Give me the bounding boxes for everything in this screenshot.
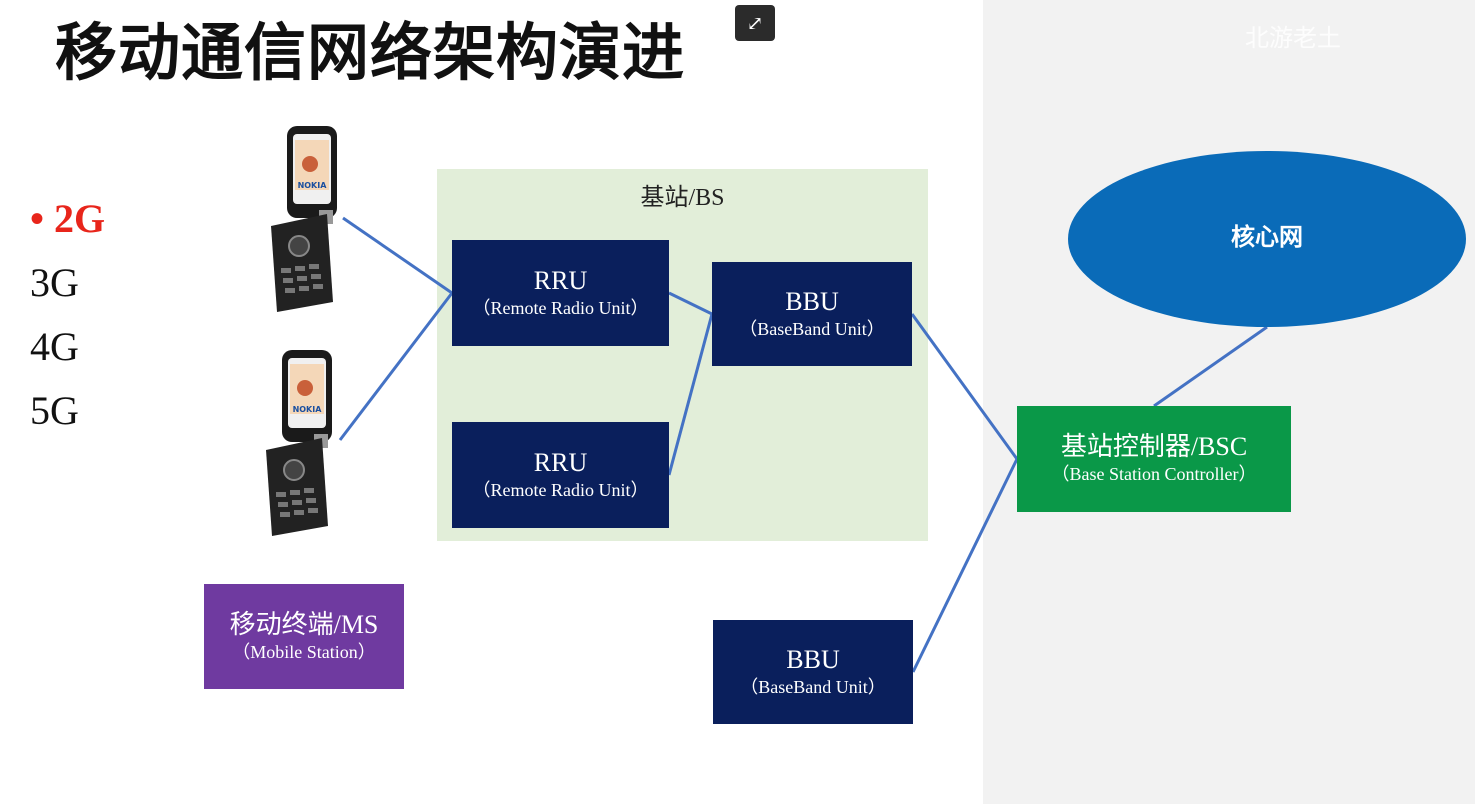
connector-rru1-bbu1	[668, 291, 713, 316]
mobile-station-title: 移动终端/MS	[229, 609, 379, 639]
bsc-title: 基站控制器/BSC	[1060, 432, 1248, 461]
connector-bbu1-bsc	[910, 313, 1019, 460]
bbu-title: BBU	[786, 645, 840, 674]
core-network-ellipse: 核心网	[1068, 151, 1466, 327]
bbu-subtitle: （BaseBand Unit）	[740, 677, 886, 697]
generation-item-5g: 5G	[30, 388, 79, 433]
svg-text:NOKIA: NOKIA	[298, 181, 328, 190]
rru-subtitle: （Remote Radio Unit）	[472, 480, 649, 500]
bsc-subtitle: （Base Station Controller）	[1051, 464, 1257, 484]
rru-title: RRU	[533, 266, 588, 295]
connector-rru2-bbu1	[667, 313, 714, 476]
connector-phone1-rru1	[342, 216, 453, 295]
connector-phone2-rru1	[338, 292, 454, 441]
expand-icon[interactable]: ⤢	[735, 5, 775, 41]
connector-bsc-core	[1153, 325, 1268, 408]
generation-item-4g: 4G	[30, 324, 79, 369]
base-station-label: 基站/BS	[640, 185, 725, 211]
generation-list: • 2G 3G 4G 5G	[30, 187, 105, 443]
bbu-subtitle: （BaseBand Unit）	[739, 319, 885, 339]
generation-item-3g: 3G	[30, 260, 79, 305]
bsc-box: 基站控制器/BSC （Base Station Controller）	[1017, 406, 1291, 512]
right-panel-background	[983, 0, 1475, 804]
svg-text:NOKIA: NOKIA	[293, 405, 323, 414]
rru-title: RRU	[533, 448, 588, 477]
bbu-box: BBU （BaseBand Unit）	[713, 620, 913, 724]
page-title: 移动通信网络架构演进	[55, 16, 686, 89]
mobile-phone-image: NOKIA	[271, 126, 337, 312]
core-network-label: 核心网	[1231, 223, 1303, 251]
rru-box: RRU （Remote Radio Unit）	[452, 422, 669, 528]
rru-box: RRU （Remote Radio Unit）	[452, 240, 669, 346]
bbu-title: BBU	[785, 287, 839, 316]
watermark-text: 北游老土	[1245, 24, 1341, 52]
rru-subtitle: （Remote Radio Unit）	[472, 298, 649, 318]
mobile-station-box: 移动终端/MS （Mobile Station）	[204, 584, 404, 689]
bbu-box: BBU （BaseBand Unit）	[712, 262, 912, 366]
mobile-phone-image: NOKIA	[266, 350, 332, 536]
connector-bbu2-bsc	[911, 458, 1019, 673]
mobile-station-subtitle: （Mobile Station）	[232, 641, 376, 662]
generation-item-2g: • 2G	[30, 196, 106, 241]
